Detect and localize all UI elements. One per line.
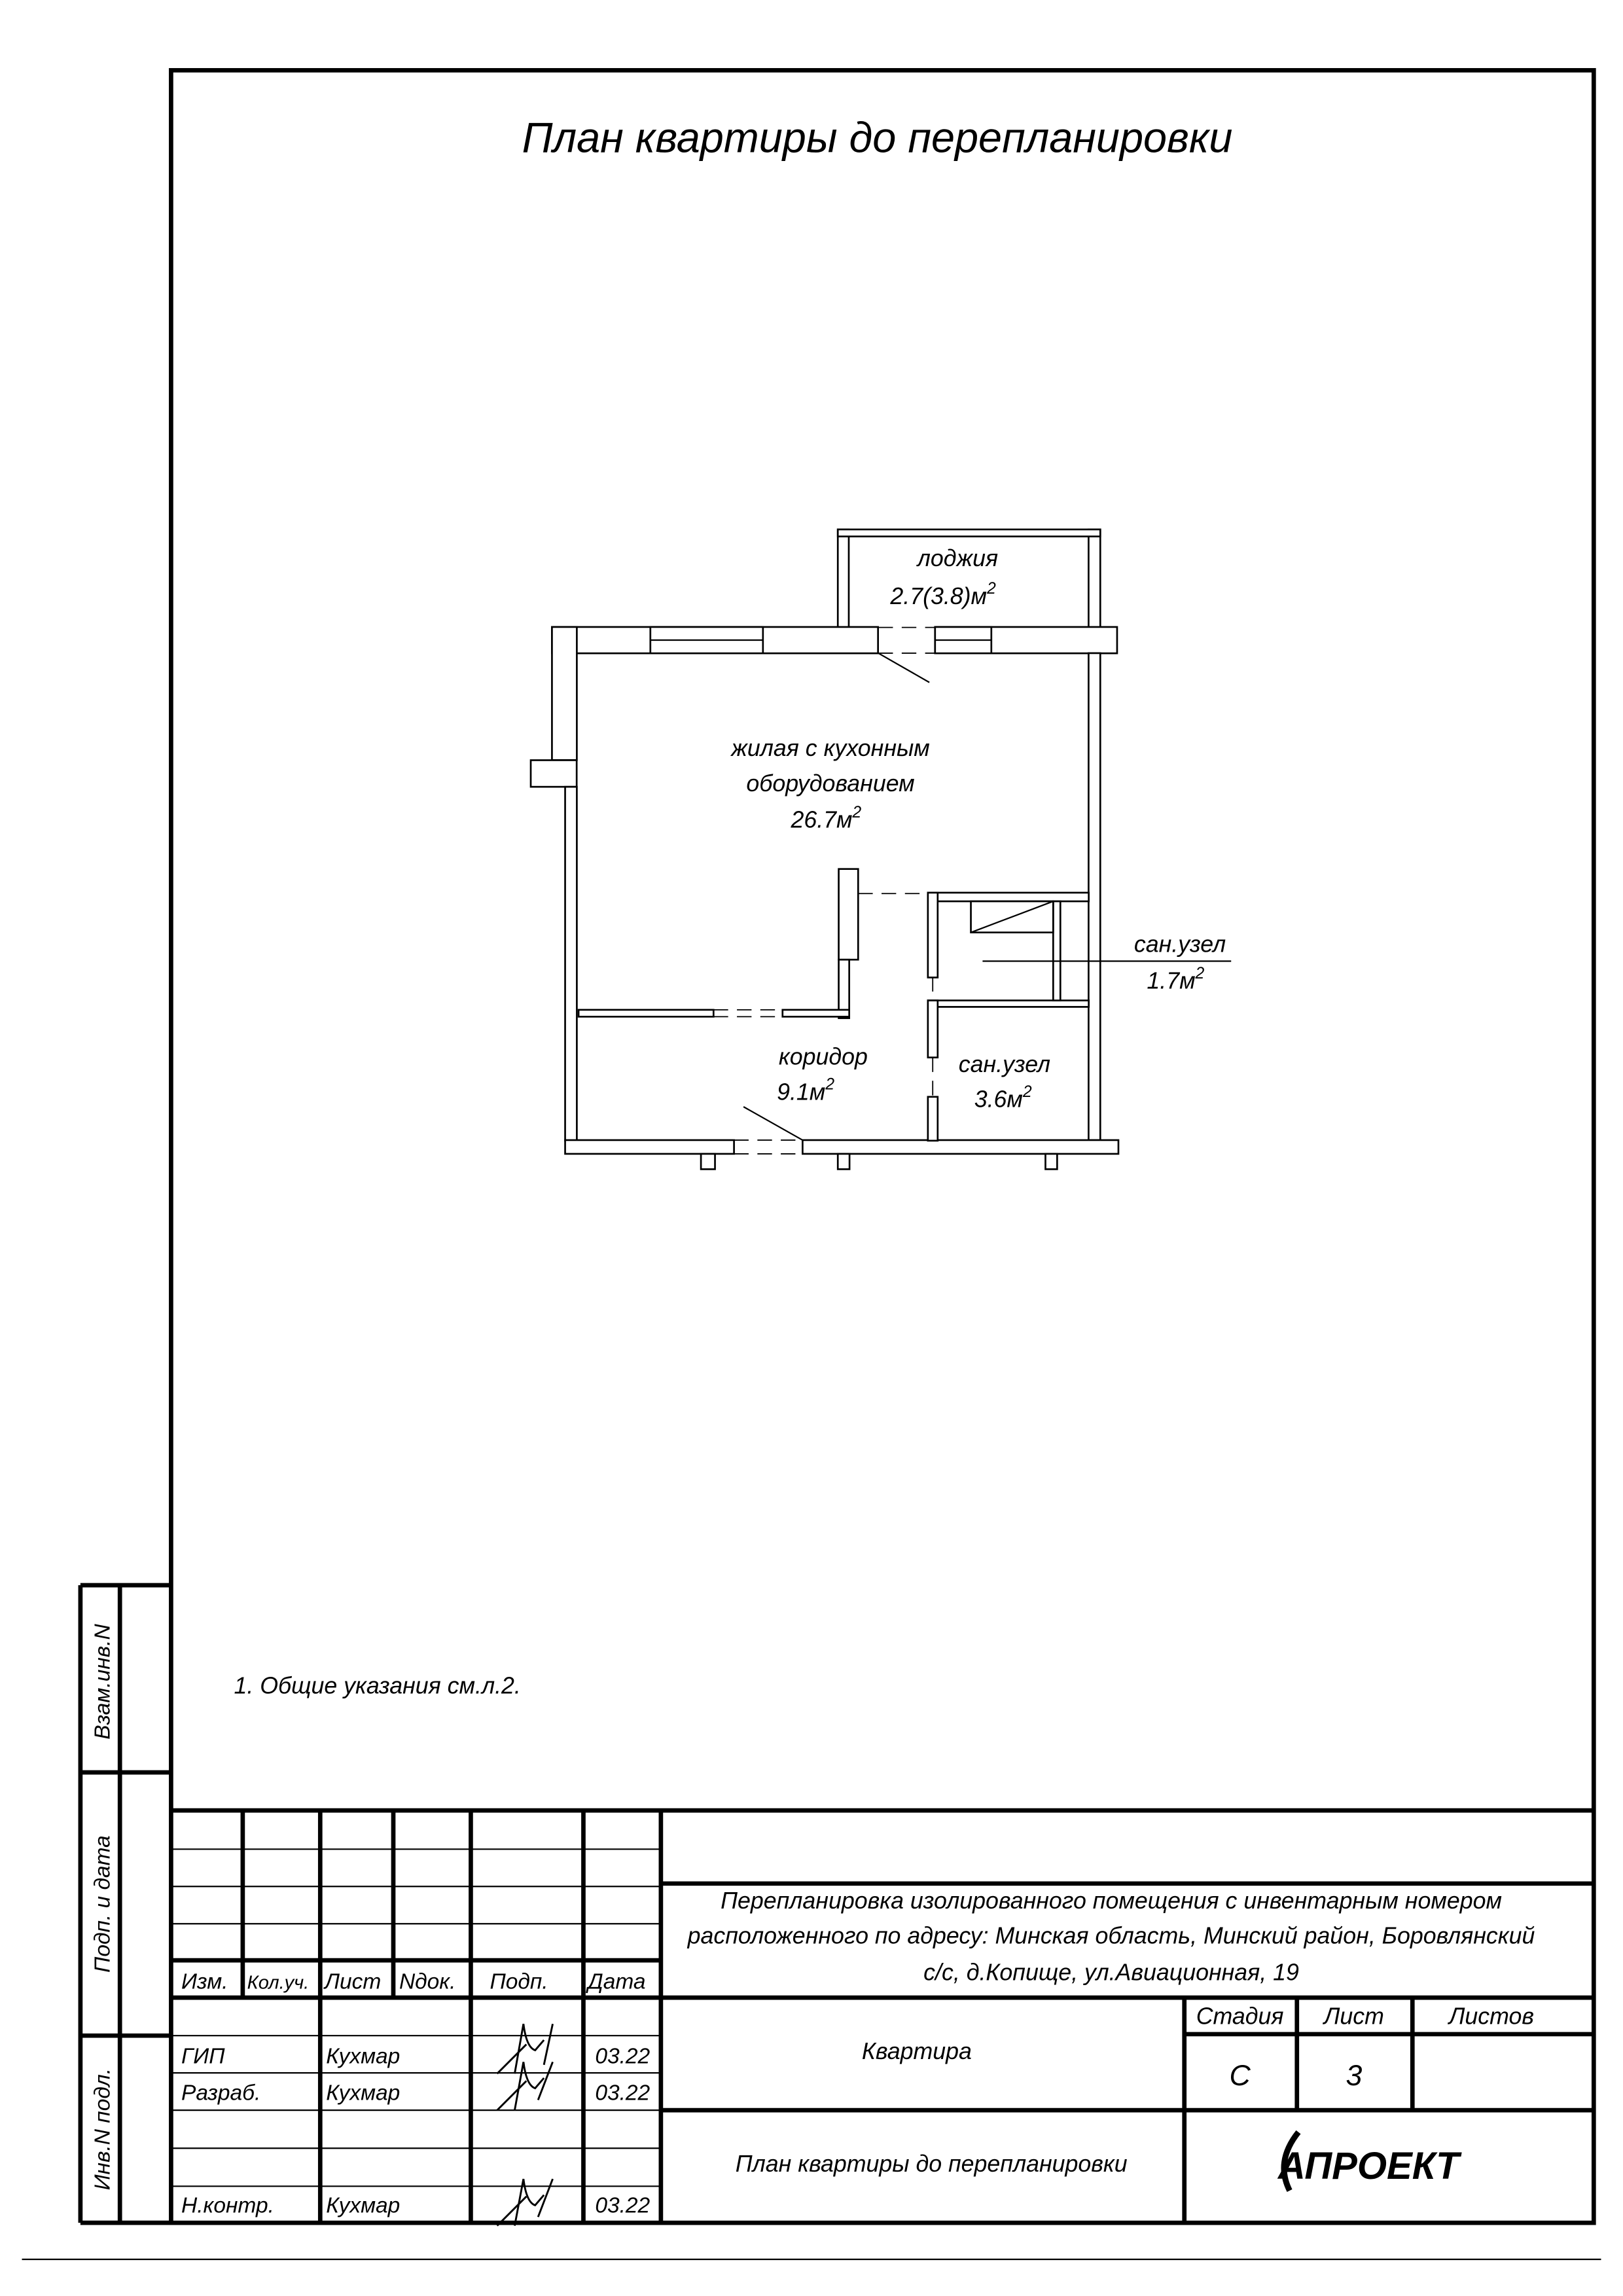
header-data: Дата <box>585 1970 645 1994</box>
project-description: расположенного по адресу: Минская област… <box>687 1922 1535 1948</box>
signer-name: Кухмар <box>326 2194 400 2218</box>
room-name: коридор <box>779 1044 868 1070</box>
header-kol-uch: Кол.уч. <box>247 1973 310 1994</box>
room-name: лоджия <box>916 545 998 571</box>
sign-date-label: Подп. и дата <box>91 1835 115 1973</box>
title-block: Изм. Кол.уч. Лист Nдок. Подп. Дата ГИП К… <box>171 1808 1594 2227</box>
signer-date: 03.22 <box>595 2045 650 2069</box>
project-description: с/с, д.Копище, ул.Авиационная, 19 <box>923 1959 1299 1985</box>
signer-date: 03.22 <box>595 2194 650 2218</box>
door-swing <box>743 1106 803 1141</box>
signer-name: Кухмар <box>326 2045 400 2069</box>
header-ndok: Nдок. <box>399 1970 455 1994</box>
sheet-title: План квартиры до перепланировки <box>522 113 1233 161</box>
sheets-label: Листов <box>1448 2003 1534 2029</box>
replace-inv-label: Взам.инв.N <box>91 1623 115 1739</box>
signer-role: Н.контр. <box>181 2194 274 2218</box>
room-name: жилая с кухонным <box>730 735 930 761</box>
room-area: 9.1м2 <box>777 1076 834 1105</box>
door-swing <box>878 652 930 683</box>
stage-value: С <box>1229 2060 1251 2092</box>
sheet-name: План квартиры до перепланировки <box>736 2151 1128 2177</box>
sheet-value: 3 <box>1346 2060 1362 2092</box>
sheet-label: Лист <box>1323 2003 1384 2029</box>
header-podp: Подп. <box>490 1970 548 1994</box>
svg-text:АПРОЕКТ: АПРОЕКТ <box>1277 2145 1462 2187</box>
signature-icon <box>496 2024 554 2227</box>
signer-role: Разраб. <box>181 2081 260 2105</box>
general-note: 1. Общие указания см.л.2. <box>234 1672 520 1698</box>
inv-original-label: Инв.N подл. <box>91 2068 115 2190</box>
stage-label: Стадия <box>1196 2003 1284 2029</box>
signer-role: ГИП <box>181 2045 225 2069</box>
side-strip: Взам.инв.N Подп. и дата Инв.N подл. <box>78 1583 171 2225</box>
company-logo: АПРОЕКТ <box>1277 2130 1462 2193</box>
room-area: 1.7м2 <box>1147 965 1204 994</box>
header-list: Лист <box>323 1970 381 1994</box>
room-area: 26.7м2 <box>790 804 861 833</box>
room-name: сан.узел <box>1134 931 1226 958</box>
header-izm: Изм. <box>181 1970 228 1994</box>
signer-date: 03.22 <box>595 2081 650 2105</box>
room-labels: лоджия 2.7(3.8)м2 жилая с кухонным обору… <box>730 545 1226 1113</box>
room-area: 2.7(3.8)м2 <box>889 580 996 609</box>
project-description: Перепланировка изолированного помещения … <box>721 1888 1502 1914</box>
room-area: 3.6м2 <box>974 1083 1032 1113</box>
room-name: оборудованием <box>746 770 914 797</box>
sheet-frame <box>169 68 1596 2225</box>
object-name: Квартира <box>862 2038 972 2064</box>
room-name: сан.узел <box>959 1051 1050 1077</box>
signer-name: Кухмар <box>326 2081 400 2105</box>
floor-plan <box>529 528 1232 1170</box>
